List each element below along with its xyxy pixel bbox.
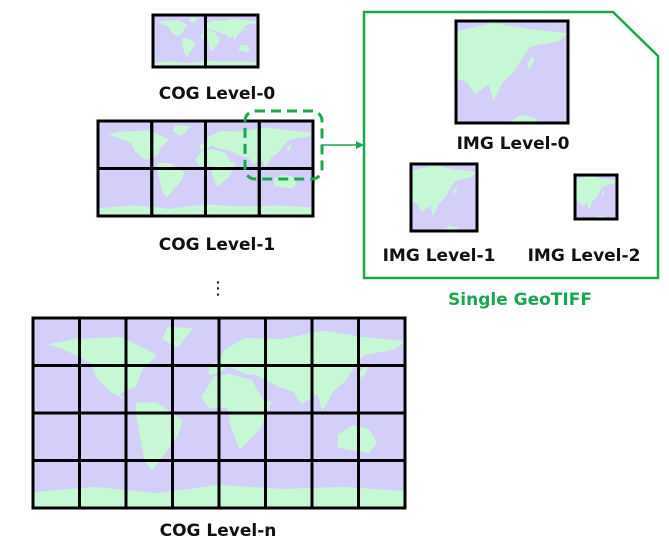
cog-level-1-label: COG Level-1 bbox=[159, 235, 276, 255]
cog-level-n: COG Level-n bbox=[31, 316, 407, 541]
ellipsis: ⋮ bbox=[209, 278, 227, 299]
single-geotiff-title: Single GeoTIFF bbox=[448, 290, 592, 310]
img-level-1-label: IMG Level-1 bbox=[383, 246, 496, 266]
cog-level-n-label: COG Level-n bbox=[160, 521, 277, 541]
cog-level-0: COG Level-0 bbox=[151, 13, 276, 104]
cog-tile bbox=[257, 167, 315, 218]
cog-level-1: COG Level-1 bbox=[96, 119, 315, 255]
cog-tile bbox=[204, 13, 260, 69]
img-level-0-label: IMG Level-0 bbox=[457, 134, 570, 154]
cog-level-0-label: COG Level-0 bbox=[159, 84, 276, 104]
single-geotiff: IMG Level-0 IMG Level-1 IMG Level-2 bbox=[362, 10, 660, 280]
arrow-head-icon bbox=[356, 141, 364, 149]
img-level-2-label: IMG Level-2 bbox=[528, 246, 641, 266]
img-level-2-map bbox=[491, 171, 617, 250]
cog-tile bbox=[357, 459, 407, 510]
geotiff-file-frame bbox=[362, 10, 660, 280]
